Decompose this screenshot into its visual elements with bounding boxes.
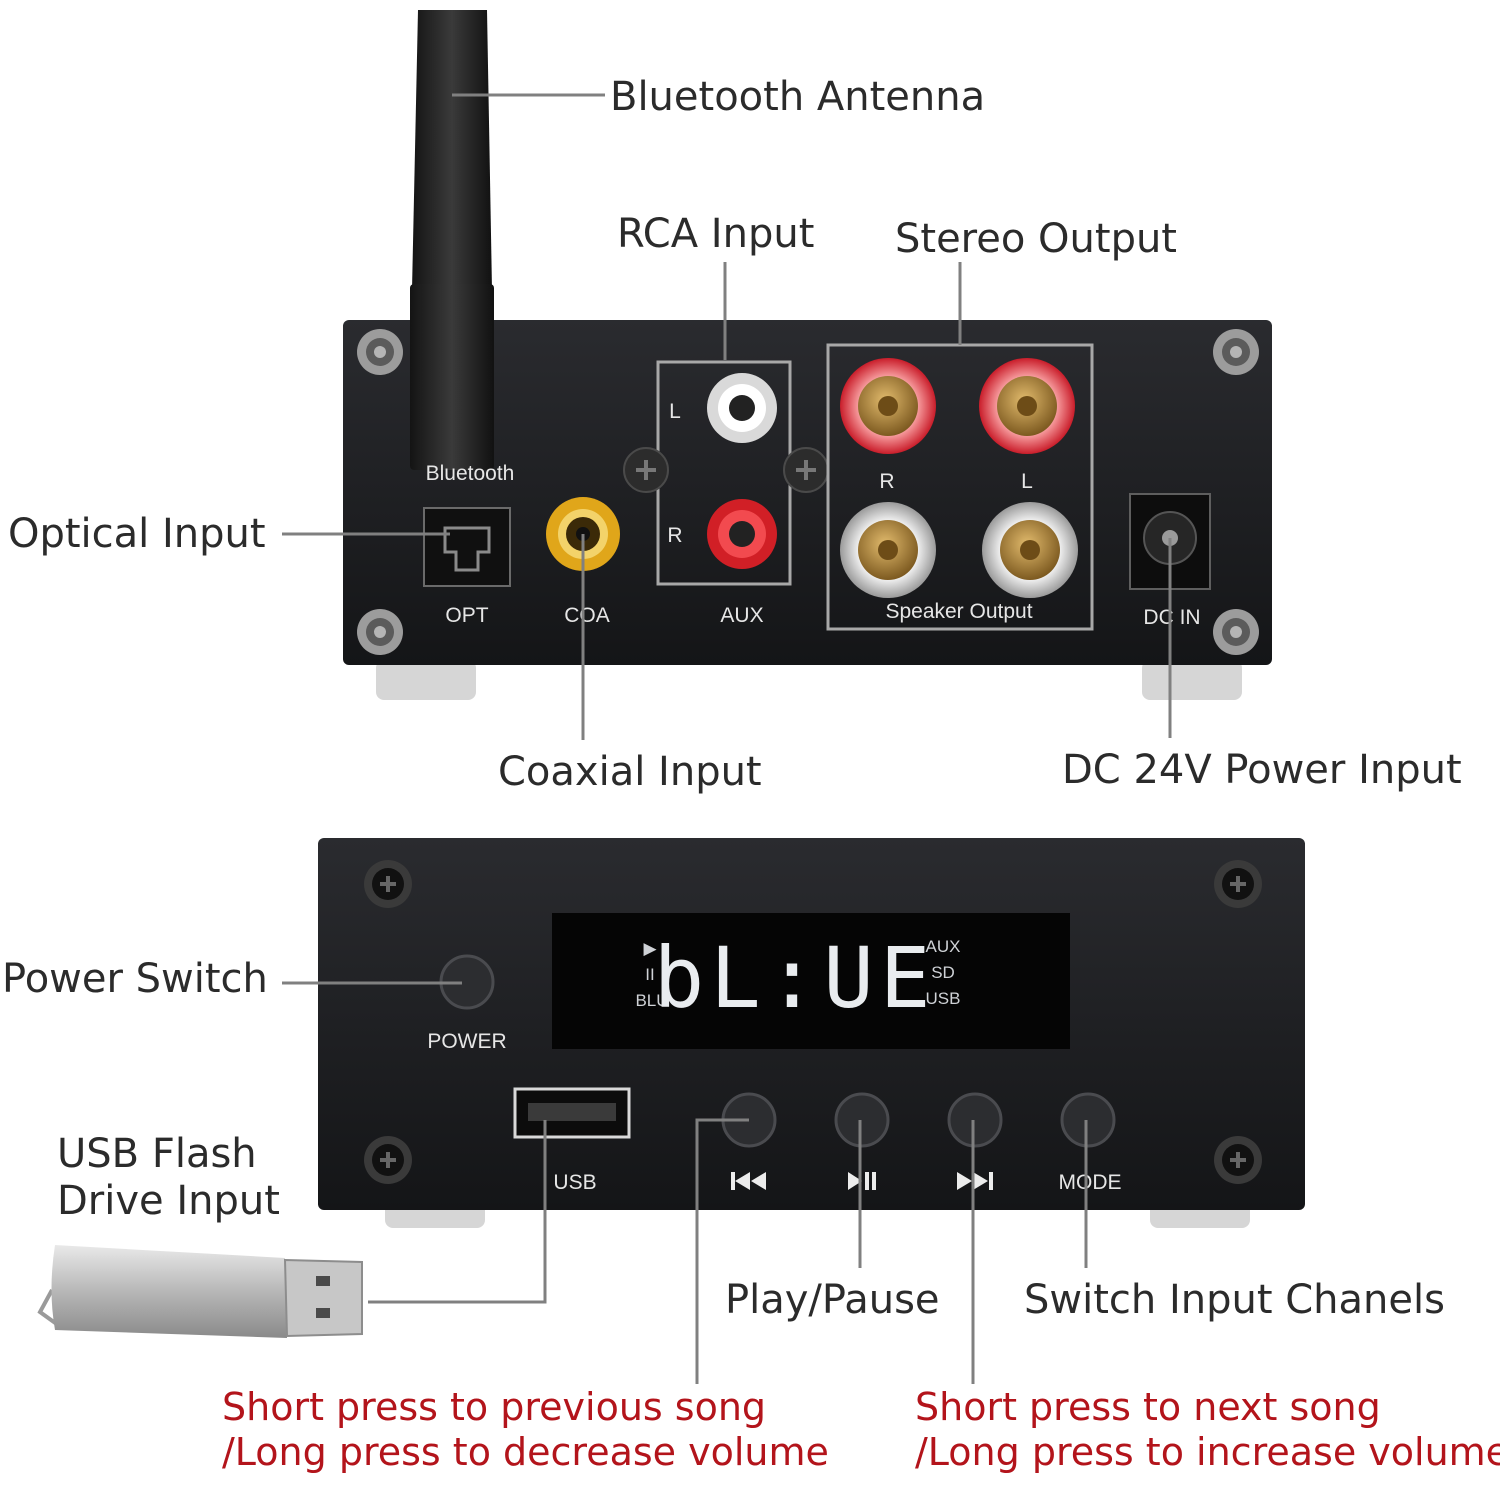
lcd-pause-indicator: II [645,965,654,984]
front-screw-bottom-right [1214,1136,1262,1184]
callout-coaxial-input: Coaxial Input [498,749,762,795]
coa-label: COA [564,604,610,627]
callout-previous-line1: Short press to previous song [222,1385,766,1429]
panel-screw-left [623,447,669,493]
leader-usb [368,1120,547,1304]
rca-l-label: L [669,400,681,423]
back-screw-bottom-left [357,609,403,655]
front-screw-bottom-left [364,1136,412,1184]
panel-screw-right [783,447,829,493]
aux-label: AUX [720,604,763,627]
lcd-digits: bL:UE [654,929,937,1027]
play-pause-button[interactable] [834,1092,890,1148]
lcd-aux-indicator: AUX [926,937,961,956]
optical-port [423,507,511,587]
play-pause-icon [848,1172,876,1190]
speaker-r-label: R [879,470,894,493]
callout-power-switch: Power Switch [2,956,268,1002]
lcd-usb-indicator: USB [926,989,961,1008]
power-label: POWER [427,1030,506,1053]
back-screw-top-left [357,329,403,375]
rca-right-jack [707,499,777,569]
speaker-terminal-r-red [840,358,936,454]
bluetooth-panel-label: Bluetooth [426,462,515,485]
speaker-terminal-l-red [979,358,1075,454]
callout-next-line1: Short press to next song [915,1385,1381,1429]
previous-icon [731,1172,766,1190]
callout-dc-power-input: DC 24V Power Input [1062,747,1462,793]
bluetooth-antenna [410,10,494,470]
back-screw-bottom-right [1213,609,1259,655]
speaker-output-label: Speaker Output [885,600,1032,623]
opt-label: OPT [445,604,488,627]
usb-flash-drive-icon [37,1245,363,1338]
mode-button[interactable] [1060,1092,1116,1148]
lcd-blu-indicator: BLU [635,991,668,1010]
callout-stereo-output: Stereo Output [895,216,1177,262]
callout-bluetooth-antenna: Bluetooth Antenna [610,74,985,120]
front-screw-top-right [1214,860,1262,908]
leader-previous [695,1118,749,1384]
speaker-l-label: L [1021,470,1033,493]
next-icon [957,1172,993,1190]
lcd-sd-indicator: SD [931,963,955,982]
mode-label: MODE [1059,1171,1122,1194]
callout-rca-input: RCA Input [617,211,814,257]
dc-in-label: DC IN [1143,606,1200,629]
usb-label: USB [553,1171,596,1194]
back-foot-left [376,660,476,700]
callout-next-line2: /Long press to increase volume [915,1430,1500,1474]
back-screw-top-right [1213,329,1259,375]
speaker-terminal-l-black [982,502,1078,598]
callout-switch-input: Switch Input Chanels [1024,1277,1445,1323]
callout-play-pause: Play/Pause [725,1277,940,1323]
lcd-display [552,913,1070,1049]
callout-usb-flash-line2: Drive Input [57,1178,280,1224]
front-screw-top-left [364,860,412,908]
back-foot-right [1142,660,1242,700]
callout-optical-input: Optical Input [8,511,266,557]
rca-r-label: R [667,524,682,547]
callout-previous-line2: /Long press to decrease volume [222,1430,829,1474]
rca-left-jack [707,373,777,443]
usb-port[interactable] [513,1087,631,1139]
next-button[interactable] [947,1092,1003,1148]
callout-usb-flash-line1: USB Flash [57,1131,257,1177]
speaker-terminal-r-black [840,502,936,598]
lcd-play-indicator: ▶ [643,939,657,958]
